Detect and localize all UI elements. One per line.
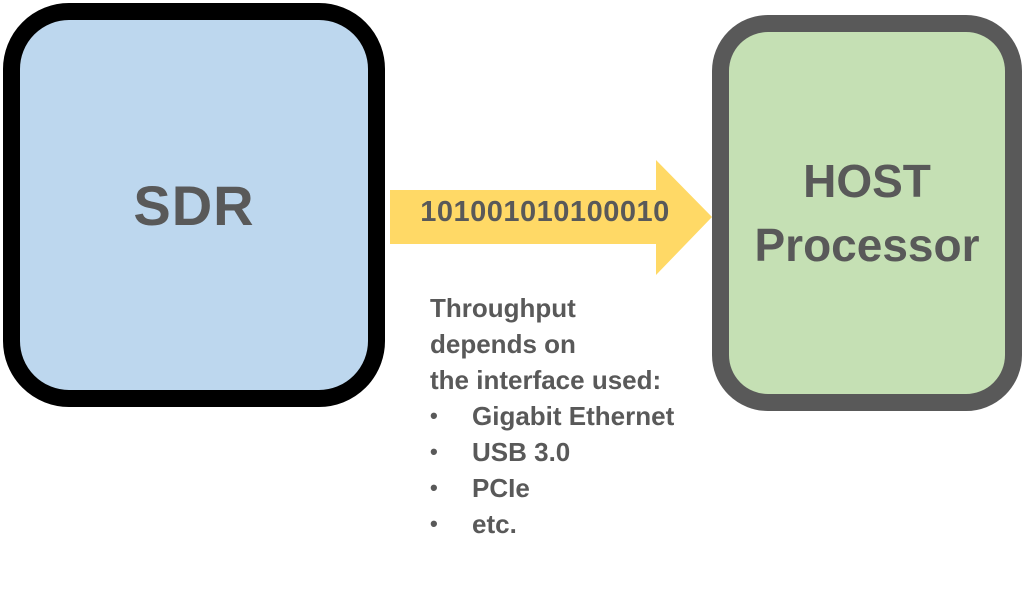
host-processor-box: HOST Processor bbox=[712, 15, 1022, 411]
interface-label: etc. bbox=[472, 509, 517, 539]
interface-item: • etc. bbox=[430, 506, 674, 542]
note-line: the interface used: bbox=[430, 365, 662, 395]
interface-list: • Gigabit Ethernet • USB 3.0 • PCIe • et… bbox=[430, 398, 674, 542]
interface-label: USB 3.0 bbox=[472, 437, 571, 467]
bullet-icon: • bbox=[430, 475, 438, 500]
bullet-icon: • bbox=[430, 511, 438, 536]
data-flow-arrow bbox=[390, 160, 712, 275]
interface-item: • Gigabit Ethernet bbox=[430, 398, 674, 434]
interface-item: • USB 3.0 bbox=[430, 434, 674, 470]
host-label-line2: Processor bbox=[754, 219, 980, 271]
arrow-shape bbox=[390, 160, 712, 275]
bitstream-label: 101001010100010 bbox=[420, 196, 670, 228]
bullet-icon: • bbox=[430, 403, 438, 428]
interface-label: PCIe bbox=[472, 473, 530, 503]
note-line: depends on bbox=[430, 329, 576, 359]
sdr-box: SDR bbox=[3, 3, 385, 407]
bullet-icon: • bbox=[430, 439, 438, 464]
throughput-note: Throughput depends on the interface used… bbox=[430, 290, 674, 542]
host-processor-label: HOST Processor bbox=[754, 149, 979, 277]
sdr-label: SDR bbox=[133, 173, 255, 237]
interface-label: Gigabit Ethernet bbox=[472, 401, 675, 431]
host-label-line1: HOST bbox=[803, 155, 931, 207]
note-line: Throughput bbox=[430, 293, 576, 323]
interface-item: • PCIe bbox=[430, 470, 674, 506]
